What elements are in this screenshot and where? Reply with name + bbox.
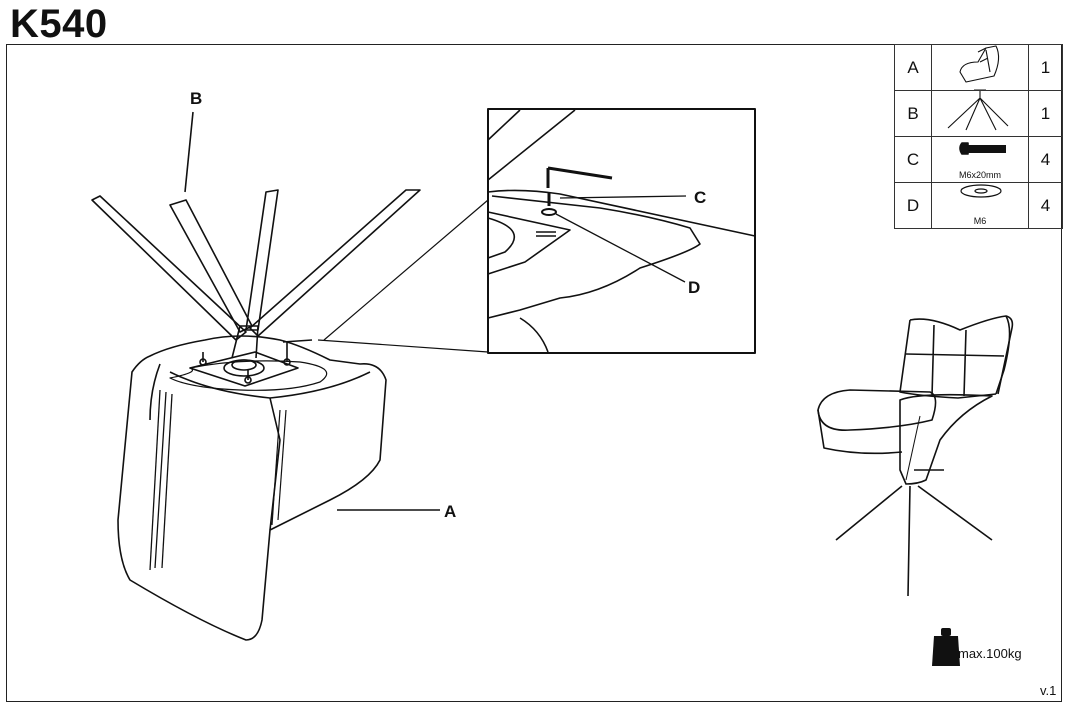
part-letter: A (894, 44, 932, 91)
part-picture (931, 44, 1029, 91)
part-quantity: 4 (1028, 136, 1063, 183)
parts-row: B 1 (894, 90, 1063, 137)
max-load-label: max.100kg (958, 646, 1022, 661)
part-letter: C (894, 136, 932, 183)
weight-icon (932, 628, 960, 666)
part-quantity: 4 (1028, 182, 1063, 229)
page-title: K540 (10, 2, 108, 46)
seat-part-a (117, 335, 387, 641)
parts-row: C M6x20mm 4 (894, 136, 1063, 183)
part-caption: M6 (973, 216, 987, 226)
part-letter: B (894, 90, 932, 137)
part-quantity: 1 (1028, 44, 1063, 91)
callout-label-a: A (444, 502, 457, 521)
drawing-frame (6, 44, 1062, 702)
part-letter: D (894, 182, 932, 229)
callout-label-d: D (688, 278, 701, 297)
base-part-b (91, 189, 421, 359)
part-caption: M6x20mm (958, 170, 1001, 180)
version-label: v.1 (1040, 683, 1057, 698)
assembled-chair (817, 315, 1014, 597)
part-picture: M6x20mm (931, 136, 1029, 183)
parts-list: A 1 B 1 C M6x20mm 4 D M6 4 (894, 44, 1063, 229)
parts-row: D M6 4 (894, 182, 1063, 229)
part-picture: M6 (931, 182, 1029, 229)
callout-label-b: B (190, 89, 203, 108)
part-quantity: 1 (1028, 90, 1063, 137)
base-plate (189, 339, 313, 387)
zoom-connector (317, 199, 489, 353)
detail-view (487, 108, 756, 354)
callout-label-c: C (694, 188, 707, 207)
parts-row: A 1 (894, 44, 1063, 91)
part-picture (931, 90, 1029, 137)
callout-line-b (184, 111, 194, 193)
